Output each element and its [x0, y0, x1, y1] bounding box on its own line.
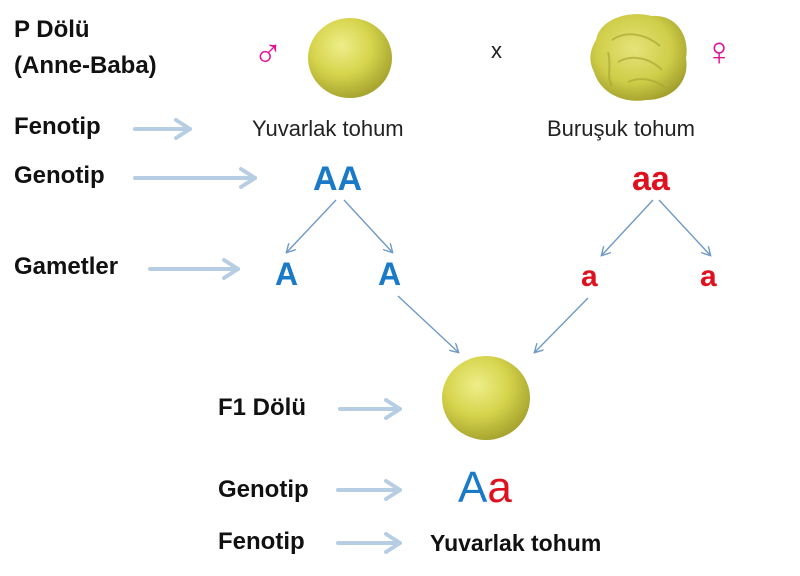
offspring-dominant-allele: A	[458, 463, 488, 512]
gamete-female-1: a	[581, 260, 598, 293]
offspring-phenotype: Yuvarlak tohum	[430, 530, 602, 556]
round-pea-offspring	[442, 356, 530, 440]
female-genotype: aa	[632, 160, 670, 198]
female-phenotype: Buruşuk tohum	[547, 116, 695, 141]
genotype-label: Genotip	[14, 162, 105, 189]
offspring-recessive-allele: a	[487, 463, 512, 512]
male-genotype: AA	[313, 160, 363, 198]
gamete-male-1: A	[275, 256, 299, 292]
male-phenotype: Yuvarlak tohum	[252, 116, 404, 141]
inheritance-arrows	[287, 199, 710, 352]
p-generation-sublabel: (Anne-Baba)	[14, 52, 157, 79]
p-generation-label: P Dölü	[14, 16, 90, 43]
gametes-label: Gametler	[14, 253, 119, 280]
phenotype-label: Fenotip	[14, 113, 101, 140]
cross-symbol: x	[491, 38, 502, 63]
f1-phenotype-label: Fenotip	[218, 528, 305, 555]
f1-generation-label: F1 Dölü	[218, 394, 306, 421]
offspring-genotype: Aa	[458, 466, 512, 510]
round-pea-male	[308, 18, 392, 98]
male-symbol-icon: ♂	[253, 32, 283, 76]
gamete-male-2: A	[378, 256, 402, 292]
female-symbol-icon: ♀	[704, 30, 734, 74]
f1-genotype-label: Genotip	[218, 476, 309, 503]
gamete-female-2: a	[700, 260, 717, 293]
label-pointer-arrows	[133, 118, 402, 554]
